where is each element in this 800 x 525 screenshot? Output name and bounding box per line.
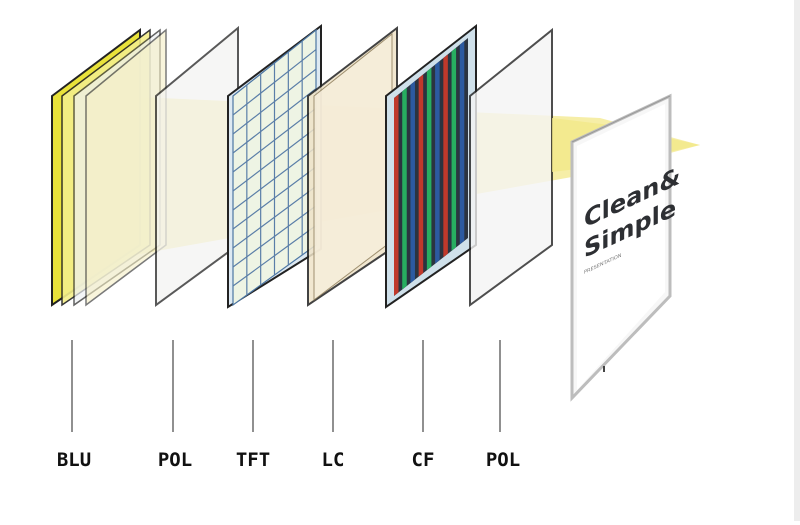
tft-grid-line xyxy=(233,127,316,192)
label-tft: TFT xyxy=(236,449,270,471)
cf-color-stripe xyxy=(418,74,424,277)
cf-color-stripe xyxy=(435,61,440,264)
layer-tft xyxy=(227,23,322,309)
tft-grid-line xyxy=(233,88,316,154)
layer-labels: BLU POL TFT LC CF POL xyxy=(57,340,520,471)
tft-grid-line xyxy=(233,49,316,116)
tft-grid-line xyxy=(233,205,316,268)
tft-grid-line xyxy=(233,166,316,230)
cf-color-stripe xyxy=(443,54,448,258)
tft-grid-line xyxy=(233,107,316,173)
tft-grid-line xyxy=(233,146,316,211)
label-lc: LC xyxy=(322,449,345,471)
cf-stripes xyxy=(394,41,465,296)
cf-color-stripe xyxy=(394,94,399,296)
display-screen: Clean& Simple PRESENTATION xyxy=(570,93,680,402)
label-pol-2: POL xyxy=(486,449,520,471)
layer-lc xyxy=(307,25,398,307)
tft-grid-line xyxy=(233,185,316,249)
layer-blu xyxy=(51,28,167,307)
cf-color-stripe xyxy=(402,87,407,290)
label-blu: BLU xyxy=(57,449,91,471)
tft-grid-line xyxy=(233,224,316,287)
page-edge xyxy=(794,0,800,521)
cf-color-stripe xyxy=(410,81,415,284)
label-cf: CF xyxy=(412,449,435,471)
tft-grid xyxy=(233,41,316,295)
layer-pol-1 xyxy=(155,25,239,307)
layer-pol-2 xyxy=(469,27,553,307)
label-pol-1: POL xyxy=(158,449,192,471)
cf-color-stripe xyxy=(426,67,432,271)
cf-color-stripe xyxy=(459,41,465,245)
layer-cf xyxy=(385,23,477,309)
cf-color-stripe xyxy=(451,47,457,251)
tft-grid-line xyxy=(233,68,316,135)
